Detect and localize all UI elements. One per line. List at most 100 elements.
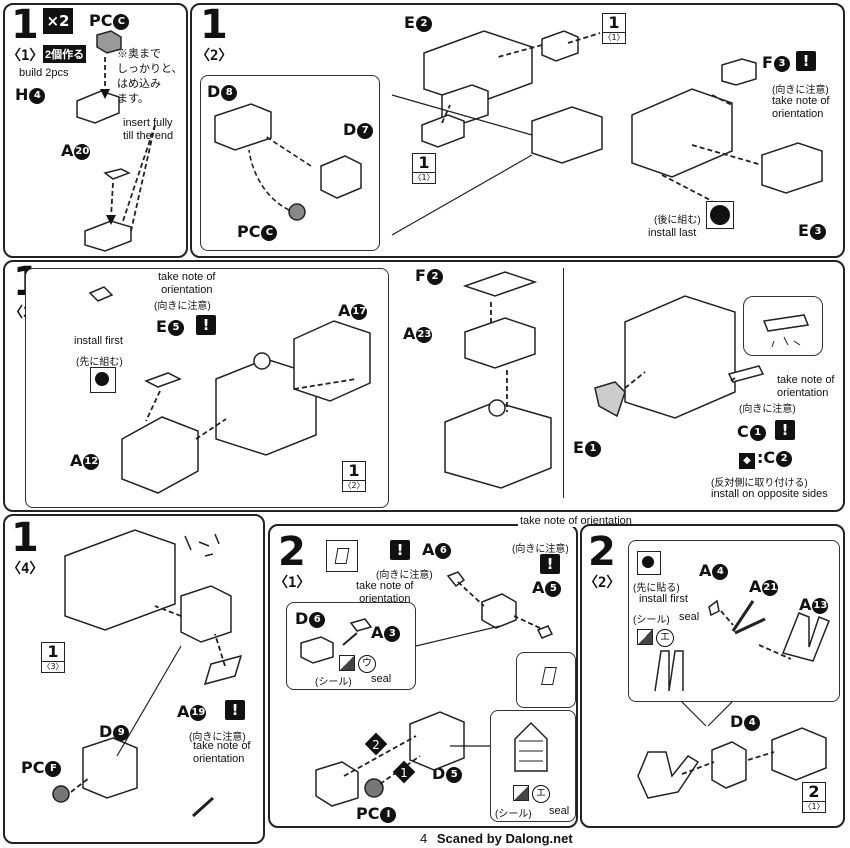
seal-en: seal (679, 611, 700, 623)
make-two-jp: 2個作る (43, 45, 87, 63)
step2-sub1-drawing: 2 1 (315, 571, 554, 807)
build-2pcs-label: build 2pcs (19, 67, 69, 79)
swap-icon: ◆ (739, 453, 755, 469)
take-note-jp: (向きに注意) (189, 732, 246, 743)
seal-icon (339, 655, 355, 671)
callout-seal-e: エ (シール) seal (490, 710, 576, 822)
circle-u-icon: ウ (358, 655, 376, 673)
circle-4-icon: 4 (744, 714, 761, 731)
opposite-en: install on opposite sides (711, 488, 828, 500)
circle-1-icon: 1 (749, 424, 766, 441)
install-first-icon (90, 367, 116, 393)
install-last-jp: (後に組む) (654, 215, 701, 226)
step-number: 1 (200, 2, 228, 48)
circle-8-icon: 8 (221, 84, 238, 101)
seal-icon (513, 785, 529, 801)
install-first-en: install first (639, 593, 688, 605)
circle-2-icon: 2 (776, 450, 793, 467)
seal-jp: (シール) (315, 677, 352, 688)
circle-5-icon: 5 (545, 580, 562, 597)
circle-17-icon: 17 (351, 303, 368, 320)
d6-a3-drawing (300, 618, 373, 664)
circle-21-icon: 21 (762, 579, 779, 596)
ref-box-1-1: 1〈1〉 (602, 13, 626, 44)
circle-6-icon: 6 (435, 542, 452, 559)
warning-icon: ! (540, 554, 560, 574)
head-assembly-drawing (444, 271, 552, 489)
callout-shoulder (743, 296, 823, 356)
opposite-jp: (反対側に取り付ける) (711, 478, 808, 489)
take-note-jp: (向きに注意) (772, 85, 829, 96)
install-first-icon (637, 551, 661, 575)
take-note-en: take note of orientation (772, 95, 830, 120)
main-assembly-drawing (88, 286, 371, 494)
circle-i-icon: I (380, 806, 397, 823)
circle-5-icon: 5 (446, 766, 463, 783)
seal-jp: (シール) (495, 809, 532, 820)
multiplier-badge: ×2 (43, 8, 73, 34)
substep-label: 〈4〉 (7, 561, 44, 577)
svg-text:2: 2 (372, 738, 380, 752)
shoulder-piece-drawing (762, 314, 810, 348)
circle-c-icon: C (261, 224, 278, 241)
install-first-en: install first (74, 335, 123, 347)
install-first-jp: (先に組む) (76, 357, 123, 368)
circle-f-icon: F (45, 760, 62, 777)
substep-label: 〈2〉 (584, 575, 621, 591)
ref-box-1-1-lower: 1〈1〉 (412, 153, 436, 184)
page-number: 4 (420, 831, 428, 846)
callout-sticker-small (516, 652, 576, 708)
warning-icon: ! (225, 700, 245, 720)
d-parts-drawing (214, 103, 362, 221)
circle-20-icon: 20 (74, 143, 91, 160)
step-number: 1 (11, 2, 39, 48)
install-first-jp: (先に貼る) (633, 583, 680, 594)
circle-12-icon: 12 (83, 453, 100, 470)
take-note-en: take note of orientation (193, 740, 251, 765)
circle-5-icon: 5 (167, 319, 184, 336)
step-number: 1 (11, 515, 39, 561)
take-note-en: take note of orientation (158, 271, 216, 296)
warning-icon: ! (775, 420, 795, 440)
circle-19-icon: 19 (190, 704, 207, 721)
circle-c-icon: C (113, 13, 130, 30)
insert-note-jp: ※奥まで しっかりと、 はめ込み ます。 (117, 48, 183, 105)
substep-label: 〈1〉 (7, 48, 44, 64)
seal-e-drawing (514, 721, 548, 772)
seal-en: seal (371, 673, 392, 685)
v-fin-drawing (654, 599, 830, 692)
step-number: 2 (588, 529, 616, 575)
circle-2-icon: 2 (426, 268, 443, 285)
ref-box-2-1: 2〈1〉 (802, 782, 826, 813)
insert-note-en: insert fully till the end (123, 117, 174, 142)
ref-box-1-3: 1〈3〉 (41, 642, 65, 673)
step2-sub2-panel: 2 〈2〉 (先に貼る) install first (シール) seal エ … (580, 524, 845, 828)
step1-sub1-drawing (76, 30, 156, 252)
circle-2-icon: 2 (415, 15, 432, 32)
warning-icon: ! (196, 315, 216, 335)
circle-6-icon: 6 (309, 611, 326, 628)
divider (563, 268, 564, 498)
circle-3-icon: 3 (773, 55, 790, 72)
